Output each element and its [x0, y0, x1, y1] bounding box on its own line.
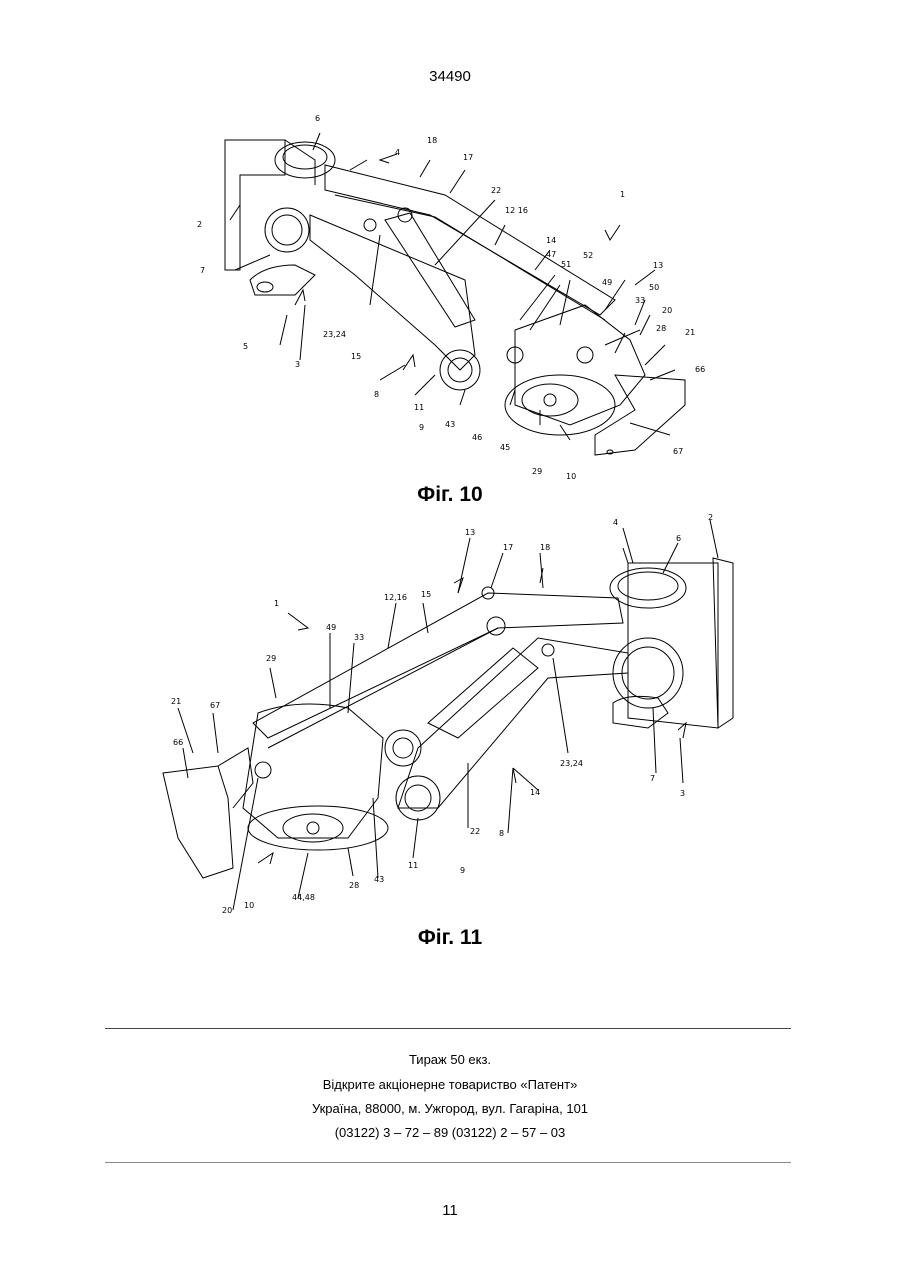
svg-text:8: 8 [499, 829, 504, 838]
svg-text:22: 22 [470, 827, 480, 836]
imprint-publisher: Відкрите акціонерне товариство «Патент» [0, 1077, 900, 1092]
svg-text:11: 11 [408, 861, 418, 870]
svg-text:14: 14 [530, 788, 540, 797]
svg-text:12 16: 12 16 [505, 206, 528, 215]
figure-10-drawing: 6418 172212 16 127 144751 521349 503320 … [175, 105, 715, 485]
imprint-address: Україна, 88000, м. Ужгород, вул. Гагарін… [0, 1101, 900, 1116]
svg-text:7: 7 [200, 266, 205, 275]
svg-text:2: 2 [708, 513, 713, 522]
imprint-phones: (03122) 3 – 72 – 89 (03122) 2 – 57 – 03 [0, 1125, 900, 1140]
svg-text:45: 45 [500, 443, 510, 452]
svg-text:11: 11 [414, 403, 424, 412]
svg-text:33: 33 [635, 296, 645, 305]
svg-text:44,48: 44,48 [292, 893, 315, 902]
patent-number: 34490 [0, 68, 900, 85]
svg-text:17: 17 [503, 543, 513, 552]
svg-text:10: 10 [244, 901, 254, 910]
svg-text:20: 20 [662, 306, 672, 315]
svg-text:43: 43 [374, 875, 384, 884]
figure-11-caption: Фіг. 11 [0, 926, 900, 950]
svg-text:28: 28 [349, 881, 359, 890]
svg-text:43: 43 [445, 420, 455, 429]
svg-text:20: 20 [222, 906, 232, 915]
divider-bottom [105, 1162, 791, 1163]
svg-text:46: 46 [472, 433, 482, 442]
svg-text:9: 9 [419, 423, 424, 432]
svg-text:51: 51 [561, 260, 571, 269]
svg-text:66: 66 [173, 738, 183, 747]
svg-text:29: 29 [266, 654, 276, 663]
svg-text:4: 4 [613, 518, 618, 527]
svg-text:9: 9 [460, 866, 465, 875]
svg-text:8: 8 [374, 390, 379, 399]
svg-text:2: 2 [197, 220, 202, 229]
svg-text:50: 50 [649, 283, 659, 292]
figure-10-caption: Фіг. 10 [0, 483, 900, 507]
figure-11-drawing: 13 17 18 4 6 2 1 12,16 15 49 33 29 21 67 66 23,24 7… [158, 508, 746, 926]
svg-text:4: 4 [395, 148, 400, 157]
svg-text:17: 17 [463, 153, 473, 162]
svg-text:6: 6 [676, 534, 681, 543]
svg-text:14: 14 [546, 236, 556, 245]
svg-text:6: 6 [315, 114, 320, 123]
svg-text:10: 10 [566, 472, 576, 481]
divider-top [105, 1028, 791, 1029]
svg-text:18: 18 [540, 543, 550, 552]
svg-text:49: 49 [602, 278, 612, 287]
svg-text:23,24: 23,24 [560, 759, 583, 768]
svg-text:1: 1 [274, 599, 279, 608]
svg-text:22: 22 [491, 186, 501, 195]
svg-text:13: 13 [465, 528, 475, 537]
svg-text:47: 47 [546, 250, 556, 259]
svg-text:66: 66 [695, 365, 705, 374]
svg-text:49: 49 [326, 623, 336, 632]
svg-text:23,24: 23,24 [323, 330, 346, 339]
svg-text:33: 33 [354, 633, 364, 642]
svg-text:13: 13 [653, 261, 663, 270]
svg-text:21: 21 [685, 328, 695, 337]
svg-text:29: 29 [532, 467, 542, 476]
svg-text:12,16: 12,16 [384, 593, 407, 602]
svg-text:3: 3 [680, 789, 685, 798]
imprint-print-run: Тираж 50 екз. [0, 1052, 900, 1067]
svg-text:52: 52 [583, 251, 593, 260]
svg-text:15: 15 [351, 352, 361, 361]
page-number: 11 [0, 1202, 900, 1219]
svg-text:67: 67 [673, 447, 683, 456]
svg-text:28: 28 [656, 324, 666, 333]
svg-text:21: 21 [171, 697, 181, 706]
svg-text:67: 67 [210, 701, 220, 710]
svg-text:3: 3 [295, 360, 300, 369]
svg-text:1: 1 [620, 190, 625, 199]
svg-text:15: 15 [421, 590, 431, 599]
svg-text:7: 7 [650, 774, 655, 783]
svg-text:18: 18 [427, 136, 437, 145]
svg-text:5: 5 [243, 342, 248, 351]
